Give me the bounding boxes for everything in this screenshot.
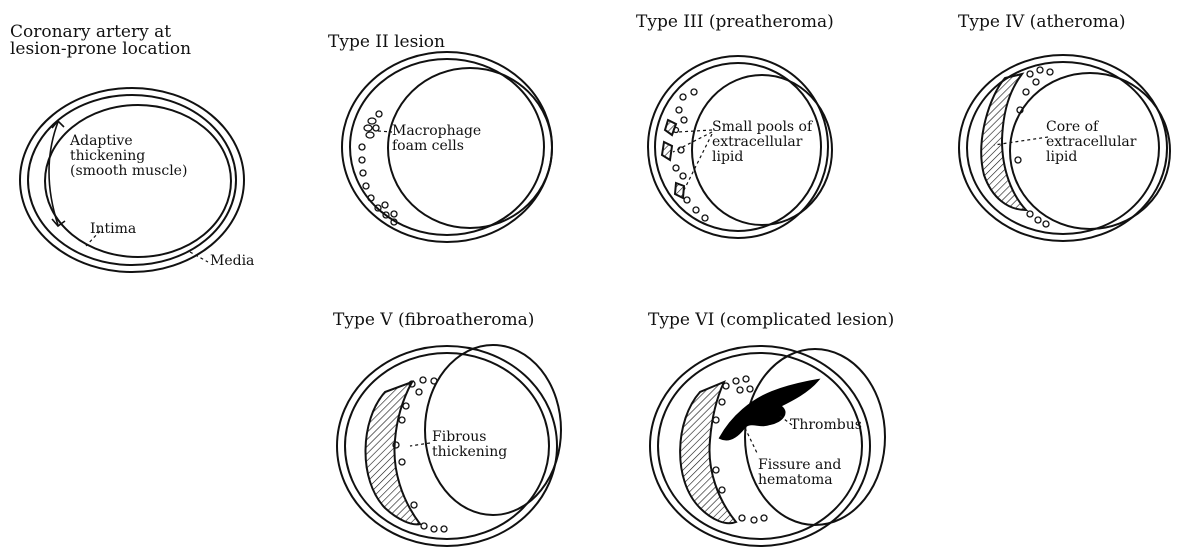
panel-title-type-iii: Type III (preatheroma): [636, 14, 834, 31]
label-adaptive-thickening: Adaptive thickening (smooth muscle): [70, 134, 187, 179]
label-macrophage-foam-cells: Macrophage foam cells: [392, 124, 481, 154]
label-media: Media: [210, 254, 254, 269]
panel-title-type-vi: Type VI (complicated lesion): [648, 312, 894, 329]
label-fissure-hematoma: Fissure and hematoma: [758, 458, 841, 488]
panel-title-type-v: Type V (fibroatheroma): [333, 312, 534, 329]
panel-title-normal: Coronary artery at lesion-prone location: [10, 24, 191, 58]
label-fibrous-thickening: Fibrous thickening: [432, 430, 507, 460]
label-intima: Intima: [90, 222, 136, 237]
panel-title-type-iv: Type IV (atheroma): [958, 14, 1126, 31]
label-small-pools-lipid: Small pools of extracellular lipid: [712, 120, 812, 165]
panel-title-type-ii: Type II lesion: [328, 34, 445, 51]
label-core-lipid: Core of extracellular lipid: [1046, 120, 1136, 165]
artery-normal: [20, 88, 244, 272]
label-thrombus: Thrombus: [790, 418, 862, 433]
artery-type-vi: [650, 346, 885, 546]
